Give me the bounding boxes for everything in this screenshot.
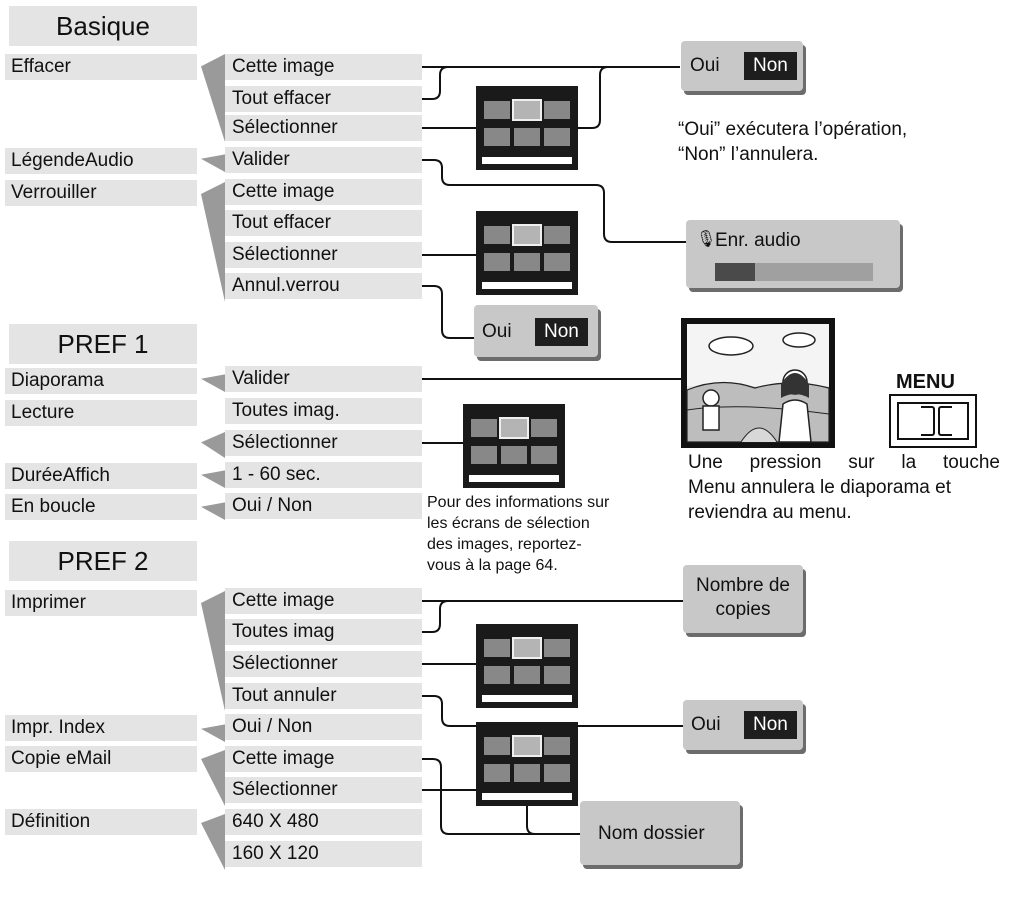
option-imprimer-cette-image[interactable]: Cette image xyxy=(225,588,422,614)
dialog-enr-audio: 🎙 Enr. audio xyxy=(686,220,900,288)
menu-note-line3: reviendra au menu. xyxy=(688,502,852,523)
section-basique: Basique xyxy=(9,6,197,46)
menu-note-line2: Menu annulera le diaporama et xyxy=(688,477,952,498)
slideshow-scene xyxy=(686,324,830,443)
dialog-nom-dossier: Nom dossier xyxy=(580,801,740,865)
option-imprimer-toutes[interactable]: Toutes imag xyxy=(225,619,422,645)
category-definition[interactable]: Définition xyxy=(5,809,197,835)
thumbnail-screen-copie xyxy=(476,722,578,806)
option-impr-index[interactable]: Oui / Non xyxy=(225,714,422,740)
category-duree-affich[interactable]: DuréeAffich xyxy=(5,463,197,489)
category-legende-audio[interactable]: LégendeAudio xyxy=(5,148,197,174)
menu-note-line1: Une pression sur la touche xyxy=(688,452,1000,473)
option-copie-selectionner[interactable]: Sélectionner xyxy=(225,777,422,803)
non-button[interactable]: Non xyxy=(744,52,797,80)
dialog-oui-non-effacer: Oui Non xyxy=(681,41,803,91)
option-imprimer-annuler[interactable]: Tout annuler xyxy=(225,683,422,709)
option-effacer-cette-image[interactable]: Cette image xyxy=(225,54,422,80)
dialog-oui-non-imprimer: Oui Non xyxy=(683,700,803,750)
nombre-copies-line2: copies xyxy=(715,599,771,620)
option-verrou-selectionner[interactable]: Sélectionner xyxy=(225,242,422,268)
oui-button[interactable]: Oui xyxy=(691,714,721,735)
section-pref2: PREF 2 xyxy=(9,541,197,581)
option-definition-640[interactable]: 640 X 480 xyxy=(225,809,422,835)
slideshow-illustration xyxy=(681,318,835,448)
microphone-icon: 🎙 xyxy=(696,231,717,248)
section-pref1: PREF 1 xyxy=(9,324,197,364)
option-effacer-tout[interactable]: Tout effacer xyxy=(225,86,422,112)
menu-button[interactable] xyxy=(889,394,977,448)
oui-button[interactable]: Oui xyxy=(690,55,720,76)
select-note-line3: des images, reportez- xyxy=(427,536,582,553)
option-lecture-selectionner[interactable]: Sélectionner xyxy=(225,430,422,456)
non-button[interactable]: Non xyxy=(535,318,588,346)
audio-progress-fill xyxy=(715,263,755,281)
menu-label: MENU xyxy=(896,371,955,393)
non-button[interactable]: Non xyxy=(744,711,797,739)
thumbnail-screen-effacer xyxy=(476,86,578,170)
category-imprimer[interactable]: Imprimer xyxy=(5,590,197,616)
select-note-line1: Pour des informations sur xyxy=(427,494,610,511)
option-verrou-tout[interactable]: Tout effacer xyxy=(225,210,422,236)
dialog-oui-non-verrou: Oui Non xyxy=(474,305,598,357)
nombre-copies-line1: Nombre de xyxy=(696,575,790,596)
category-effacer[interactable]: Effacer xyxy=(5,54,197,80)
option-verrou-cette-image[interactable]: Cette image xyxy=(225,179,422,205)
thumbnail-screen-imprimer xyxy=(476,624,578,708)
thumbnail-screen-lecture xyxy=(463,404,565,488)
category-copie-email[interactable]: Copie eMail xyxy=(5,746,197,772)
select-note-line4: vous à la page 64. xyxy=(427,557,558,574)
option-imprimer-selectionner[interactable]: Sélectionner xyxy=(225,651,422,677)
nom-dossier-label: Nom dossier xyxy=(598,823,705,844)
option-verrou-annul[interactable]: Annul.verrou xyxy=(225,273,422,299)
category-impr-index[interactable]: Impr. Index xyxy=(5,715,197,741)
dialog-nombre-copies: Nombre de copies xyxy=(683,565,803,633)
option-diaporama-valider[interactable]: Valider xyxy=(225,366,422,392)
category-diaporama[interactable]: Diaporama xyxy=(5,368,197,394)
option-effacer-selectionner[interactable]: Sélectionner xyxy=(225,115,422,141)
thumbnail-screen-verrouiller xyxy=(476,211,578,295)
option-lecture-toutes[interactable]: Toutes imag. xyxy=(225,398,422,424)
category-en-boucle[interactable]: En boucle xyxy=(5,494,197,520)
audio-progress-bar xyxy=(715,263,873,281)
enr-audio-label: Enr. audio xyxy=(715,230,801,251)
category-verrouiller[interactable]: Verrouiller xyxy=(5,180,197,206)
option-duree[interactable]: 1 - 60 sec. xyxy=(225,462,422,488)
option-definition-160[interactable]: 160 X 120 xyxy=(225,841,422,867)
option-legende-valider[interactable]: Valider xyxy=(225,147,422,173)
oui-non-note-line2: “Non” l’annulera. xyxy=(678,144,819,165)
oui-button[interactable]: Oui xyxy=(482,321,512,342)
option-copie-cette-image[interactable]: Cette image xyxy=(225,746,422,772)
category-lecture[interactable]: Lecture xyxy=(5,400,197,426)
select-note-line2: les écrans de sélection xyxy=(427,515,590,532)
option-boucle[interactable]: Oui / Non xyxy=(225,493,422,519)
oui-non-note-line1: “Oui” exécutera l’opération, xyxy=(678,119,908,140)
